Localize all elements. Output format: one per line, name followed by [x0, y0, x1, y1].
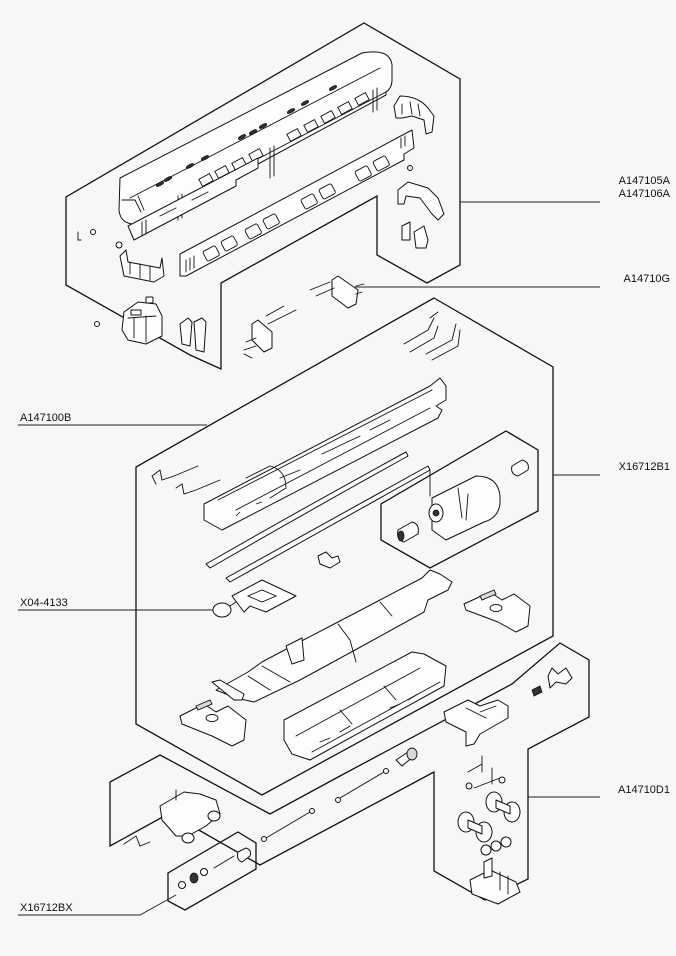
step-pieces: [179, 317, 207, 353]
part-label-motor: X16712B1: [618, 461, 670, 473]
leader-line-drive-kit: [18, 894, 177, 916]
flywheel-left: [397, 521, 419, 543]
truck-assembly: [123, 789, 221, 847]
part-label-light-bulb: X04-4133: [20, 597, 68, 609]
cab-end-front: [115, 241, 165, 283]
drive-kit-boundary: [167, 831, 257, 911]
bogie-frame-left: [179, 699, 247, 747]
bogie-base: [469, 857, 521, 905]
wheelset-1: [485, 791, 521, 823]
lower-frame: [211, 569, 453, 703]
body-group-boundary: [65, 22, 461, 371]
bogie-frame-right: [463, 589, 531, 633]
pickup-springs-upper: [403, 311, 461, 361]
worm-kit: [178, 847, 251, 889]
wheelset-2: [457, 811, 493, 843]
bogie-block: [443, 699, 509, 747]
part-label-chassis: A147100B: [20, 412, 72, 424]
coupler-hook: [531, 667, 573, 697]
roof-shell: [118, 51, 393, 225]
gear-links: [465, 755, 506, 790]
part-label-body-shell-1: A147105A: [618, 175, 670, 187]
worm-gear: [395, 747, 418, 767]
small-fittings: [77, 229, 100, 327]
side-panel: [179, 129, 415, 277]
pickup-springs-lower: [151, 465, 221, 495]
part-label-light-unit: A14710G: [623, 273, 670, 285]
part-label-drive-kit: X16712BX: [20, 902, 73, 914]
flywheel-right: [511, 459, 529, 477]
motor-group-boundary: [380, 430, 539, 569]
coupler-cover: [397, 165, 445, 221]
drive-shaft-short: [261, 808, 315, 842]
small-clip: [317, 551, 341, 569]
motor-can: [428, 469, 501, 541]
cab-end-rear: [393, 95, 435, 135]
bogie-group-boundary: [109, 642, 590, 901]
light-board: [212, 579, 297, 618]
engine-cover: [121, 296, 163, 345]
upper-frame: [203, 377, 447, 531]
light-unit-upper: [309, 275, 365, 309]
part-label-body-shell-2: A147106A: [618, 188, 670, 200]
headlight-housing: [401, 221, 429, 249]
lower-body-side: [127, 157, 259, 241]
chassis-group-boundary: [135, 297, 554, 796]
drive-shaft-long: [335, 768, 389, 803]
gear-set: [480, 836, 512, 856]
light-unit-lower: [243, 305, 297, 359]
part-label-power-bogie: A14710D1: [618, 784, 670, 796]
underfloor-tray: [283, 651, 447, 761]
contact-strips: [205, 451, 431, 583]
